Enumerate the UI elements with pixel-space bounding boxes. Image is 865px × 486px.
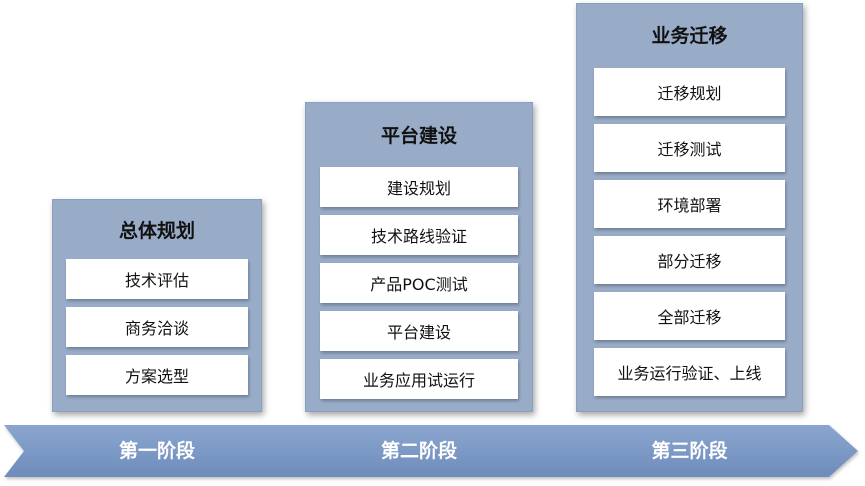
phase-column-platform: 平台建设 建设规划 技术路线验证 产品POC测试 平台建设 业务应用试运行 — [305, 102, 533, 412]
task-item: 迁移规划 — [594, 68, 785, 116]
timeline-arrow — [4, 425, 858, 477]
stage-label-3: 第三阶段 — [651, 440, 728, 462]
task-item: 业务应用试运行 — [320, 359, 518, 399]
task-item: 建设规划 — [320, 167, 518, 207]
task-item: 平台建设 — [320, 311, 518, 351]
task-item: 方案选型 — [66, 355, 248, 395]
task-item: 产品POC测试 — [320, 263, 518, 303]
phase-title: 平台建设 — [380, 125, 457, 147]
task-item: 技术评估 — [66, 259, 248, 299]
task-item: 迁移测试 — [594, 124, 785, 172]
stage-label-1: 第一阶段 — [118, 440, 195, 462]
task-item: 环境部署 — [594, 180, 785, 228]
phase-title: 业务迁移 — [651, 25, 728, 47]
phase-title: 总体规划 — [118, 220, 195, 242]
stage-label-2: 第二阶段 — [380, 440, 457, 462]
phase-column-planning: 总体规划 技术评估 商务洽谈 方案选型 — [52, 199, 262, 412]
task-item: 部分迁移 — [594, 236, 785, 284]
task-item: 业务运行验证、上线 — [594, 348, 785, 396]
timeline-arrow-shape — [4, 425, 858, 477]
phase-column-migration: 业务迁移 迁移规划 迁移测试 环境部署 部分迁移 全部迁移 业务运行验证、上线 — [576, 3, 803, 412]
task-item: 全部迁移 — [594, 292, 785, 340]
task-item: 技术路线验证 — [320, 215, 518, 255]
task-item: 商务洽谈 — [66, 307, 248, 347]
